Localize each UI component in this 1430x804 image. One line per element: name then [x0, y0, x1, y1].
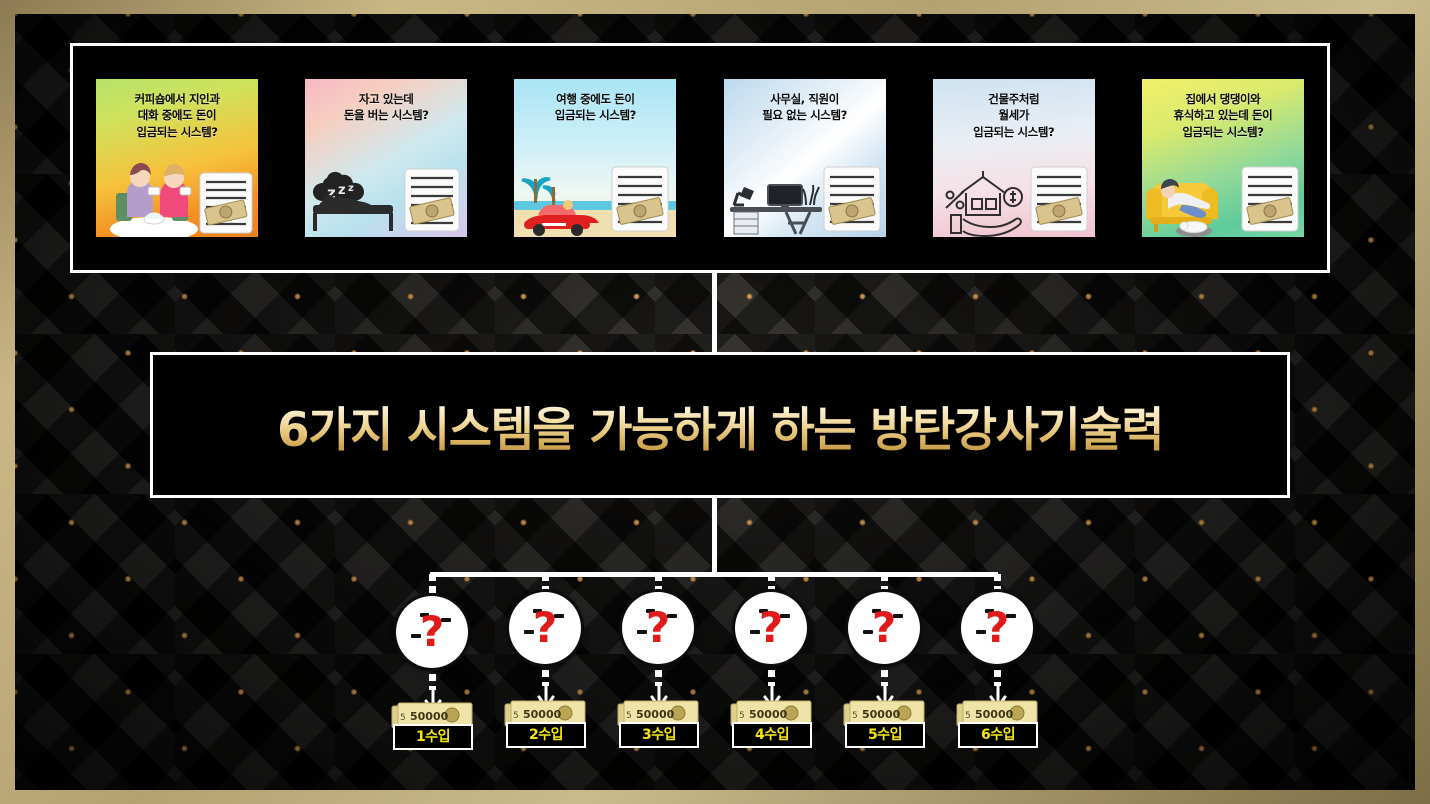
- question-node-4[interactable]: ?: [735, 592, 807, 664]
- svg-text:?: ?: [759, 603, 783, 652]
- relaxing-at-home-illustration: [1142, 153, 1304, 237]
- question-node-1[interactable]: ?: [396, 596, 468, 668]
- question-mark-icon: ?: [637, 603, 677, 652]
- income-label-4[interactable]: 4수입: [732, 722, 812, 748]
- income-text: 1수입: [415, 729, 451, 745]
- income-text: 6수입: [980, 727, 1016, 743]
- svg-text:?: ?: [420, 607, 444, 656]
- connector-cards-to-title: [712, 273, 717, 353]
- dotted-drop-1: [429, 574, 436, 600]
- banknote-1: 5 50000: [390, 702, 476, 730]
- income-label-6[interactable]: 6수입: [958, 722, 1038, 748]
- concept-cards-frame: 커피숍에서 지인과 대화 중에도 돈이 입금되는 시스템?: [70, 43, 1330, 273]
- svg-text:5: 5: [626, 711, 632, 721]
- page-title: 6가지 시스템을 가능하게 하는 방탄강사기술력: [277, 391, 1165, 460]
- income-label-2[interactable]: 2수입: [506, 722, 586, 748]
- svg-text:?: ?: [533, 603, 557, 652]
- svg-text:5: 5: [739, 711, 745, 721]
- dotted-arrow-stem-6: [994, 670, 1001, 686]
- dotted-arrow-stem-2: [542, 670, 549, 686]
- question-node-3[interactable]: ?: [622, 592, 694, 664]
- question-mark-icon: ?: [524, 603, 564, 652]
- svg-text:50000: 50000: [862, 708, 901, 721]
- svg-text:50000: 50000: [523, 708, 562, 721]
- question-mark-icon: ?: [863, 603, 903, 652]
- svg-text:?: ?: [646, 603, 670, 652]
- svg-text:50000: 50000: [749, 708, 788, 721]
- question-mark-icon: ?: [411, 607, 451, 656]
- travel-illustration: [514, 153, 677, 237]
- svg-text:z: z: [338, 183, 346, 198]
- concept-card-travel[interactable]: 여행 중에도 돈이 입금되는 시스템?: [514, 79, 677, 237]
- concept-card-landlord[interactable]: 건물주처럼 월세가 입금되는 시스템?: [932, 79, 1095, 237]
- main-title-banner: 6가지 시스템을 가능하게 하는 방탄강사기술력: [150, 352, 1290, 498]
- cafe-illustration: [96, 153, 258, 237]
- income-text: 2수입: [528, 727, 564, 743]
- concept-cards-row: 커피숍에서 지인과 대화 중에도 돈이 입금되는 시스템?: [73, 46, 1327, 270]
- income-text: 3수입: [641, 727, 677, 743]
- dotted-arrow-stem-3: [655, 670, 662, 686]
- concept-card-no-office[interactable]: 사무실, 직원이 필요 없는 시스템?: [723, 79, 886, 237]
- svg-text:z: z: [348, 183, 354, 194]
- banknote-6: 5 50000: [955, 700, 1041, 728]
- connector-title-to-branch: [712, 497, 717, 575]
- question-node-6[interactable]: ?: [961, 592, 1033, 664]
- concept-card-home-with-dog[interactable]: 집에서 댕댕이와 휴식하고 있는데 돈이 입금되는 시스템?: [1141, 79, 1304, 237]
- banknote-5: 5 50000: [842, 700, 928, 728]
- concept-card-sleeping[interactable]: 자고 있는데 돈을 버는 시스템? z z z: [305, 79, 468, 237]
- rental-income-illustration: [933, 153, 1095, 237]
- banknote-2: 5 50000: [503, 700, 589, 728]
- svg-text:z: z: [327, 184, 336, 202]
- dotted-drop-3: [655, 574, 662, 600]
- concept-card-label: 자고 있는데 돈을 버는 시스템?: [343, 92, 429, 123]
- concept-card-label: 집에서 댕댕이와 휴식하고 있는데 돈이 입금되는 시스템?: [1173, 92, 1273, 139]
- concept-card-coffee-shop[interactable]: 커피숍에서 지인과 대화 중에도 돈이 입금되는 시스템?: [96, 79, 258, 237]
- banknote-3: 5 50000: [616, 700, 702, 728]
- question-mark-icon: ?: [750, 603, 790, 652]
- banknote-4: 5 50000: [729, 700, 815, 728]
- svg-text:5: 5: [852, 711, 858, 721]
- dotted-arrow-stem-4: [768, 670, 775, 686]
- dotted-arrow-stem-5: [881, 670, 888, 686]
- svg-text:?: ?: [872, 603, 896, 652]
- sleeping-illustration: z z z: [305, 153, 467, 237]
- svg-text:5: 5: [400, 713, 406, 723]
- dotted-drop-6: [994, 574, 1001, 600]
- svg-text:50000: 50000: [410, 710, 449, 723]
- svg-text:50000: 50000: [975, 708, 1014, 721]
- svg-text:?: ?: [985, 603, 1009, 652]
- concept-card-label: 사무실, 직원이 필요 없는 시스템?: [762, 92, 847, 123]
- branch-distribution-bar: [430, 572, 998, 577]
- question-node-2[interactable]: ?: [509, 592, 581, 664]
- question-node-5[interactable]: ?: [848, 592, 920, 664]
- income-text: 4수입: [754, 727, 790, 743]
- dotted-drop-4: [768, 574, 775, 600]
- svg-text:5: 5: [965, 711, 971, 721]
- dotted-drop-2: [542, 574, 549, 600]
- income-label-1[interactable]: 1수입: [393, 724, 473, 750]
- question-mark-icon: ?: [976, 603, 1016, 652]
- svg-text:5: 5: [513, 711, 519, 721]
- concept-card-label: 건물주처럼 월세가 입금되는 시스템?: [973, 92, 1055, 139]
- income-label-3[interactable]: 3수입: [619, 722, 699, 748]
- dotted-arrow-stem-1: [429, 674, 436, 690]
- income-label-5[interactable]: 5수입: [845, 722, 925, 748]
- concept-card-label: 여행 중에도 돈이 입금되는 시스템?: [554, 92, 637, 123]
- concept-card-label: 커피숍에서 지인과 대화 중에도 돈이 입금되는 시스템?: [134, 92, 220, 139]
- svg-text:50000: 50000: [636, 708, 675, 721]
- dotted-drop-5: [881, 574, 888, 600]
- income-text: 5수입: [867, 727, 903, 743]
- office-desk-illustration: [724, 153, 886, 237]
